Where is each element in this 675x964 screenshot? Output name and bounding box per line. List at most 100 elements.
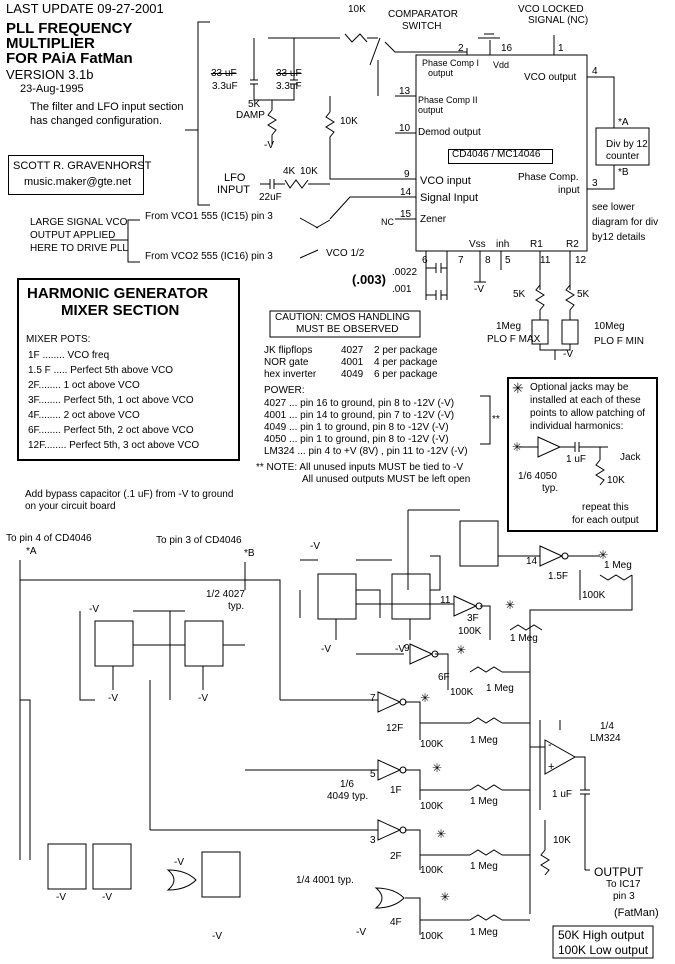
pot-100k: 100K bbox=[420, 739, 444, 750]
vco-select: VCO 1/2 bbox=[326, 248, 365, 259]
pin-r1: R1 bbox=[530, 239, 543, 250]
part-num: 4001 bbox=[341, 357, 364, 368]
plo-max: PLO F MAX bbox=[487, 334, 541, 345]
jacks-repeat1: repeat this bbox=[582, 502, 629, 513]
opamp-label-1: 1/4 bbox=[600, 721, 614, 732]
cap1: 3.3uF bbox=[212, 81, 238, 92]
pot-100k: 100K bbox=[458, 626, 482, 637]
vco-locked-2: SIGNAL (NC) bbox=[528, 15, 589, 26]
pin-num-13: 13 bbox=[399, 86, 411, 97]
ff-8 bbox=[201, 851, 241, 898]
ff-7 bbox=[92, 843, 132, 890]
jacks-line4: individual harmonics: bbox=[530, 421, 624, 432]
cap1-struck: 33 uF bbox=[211, 68, 237, 79]
pin-pc-in-2: input bbox=[558, 185, 580, 196]
inv-num-5: 5 bbox=[370, 769, 376, 780]
pin-num-10: 10 bbox=[399, 123, 411, 134]
lfo-input-2: INPUT bbox=[217, 184, 250, 196]
chip-label: CD4046 / MC14046 bbox=[452, 149, 541, 160]
star-a: *A bbox=[26, 546, 37, 557]
ff-6 bbox=[47, 843, 87, 890]
ff-label-1: 1/2 4027 bbox=[206, 589, 245, 600]
lfo-cap: 22uF bbox=[259, 192, 282, 203]
res-10k-mid: 10K bbox=[340, 116, 358, 127]
pin-pc2b: output bbox=[418, 105, 444, 115]
tap-12f: 12F bbox=[386, 723, 404, 734]
date: 23-Aug-1995 bbox=[20, 83, 84, 95]
pin-vdd: Vdd bbox=[493, 60, 510, 70]
pin-pc-in-1: Phase Comp. bbox=[518, 172, 579, 183]
plo-min: PLO F MIN bbox=[594, 336, 645, 347]
minus-v: -V bbox=[108, 693, 118, 704]
see-lower-2: diagram for div bbox=[592, 217, 659, 228]
caution-box bbox=[269, 310, 421, 338]
minus-v: -V bbox=[321, 644, 331, 655]
asterisk-icon: ✳ bbox=[456, 643, 467, 657]
pot-100k: 100K bbox=[420, 801, 444, 812]
jacks-line2: installed at each of these bbox=[530, 395, 641, 406]
fatman-label: (FatMan) bbox=[614, 907, 659, 919]
damp-label: DAMP bbox=[236, 110, 265, 121]
mixer-row: 1.5 F ..... Perfect 5th above VCO bbox=[28, 365, 174, 376]
vss-minus-v: -V bbox=[474, 284, 484, 295]
pin-num-3: 3 bbox=[592, 178, 598, 189]
pin-num-8: 8 bbox=[485, 255, 491, 266]
tap-2f: 2F bbox=[390, 851, 402, 862]
to-ic17-1: To IC17 bbox=[606, 879, 641, 890]
r2-5k: 5K bbox=[577, 289, 590, 300]
jacks-buffer: 1/6 4050 bbox=[518, 471, 557, 482]
harmonic-title-1: HARMONIC GENERATOR bbox=[27, 285, 209, 302]
pin-pc1b: output bbox=[428, 68, 454, 78]
inv-label-1: 1/6 bbox=[340, 779, 354, 790]
cap2-struck: 33 uF bbox=[276, 68, 302, 79]
mixer-row: 4F........ 2 oct above VCO bbox=[28, 410, 140, 421]
opamp-label-2: LM324 bbox=[590, 733, 621, 744]
minus-v: -V bbox=[212, 931, 222, 942]
pin-num-16: 16 bbox=[501, 43, 513, 54]
star-b-top: *B bbox=[618, 167, 629, 178]
lfo-res-b: 10K bbox=[300, 166, 318, 177]
pot-1meg: 1Meg bbox=[496, 321, 522, 332]
ff-1 bbox=[94, 620, 134, 667]
pot-100k: 100K bbox=[582, 590, 606, 601]
tap-4f: 4F bbox=[390, 917, 402, 928]
power-row: 4049 ... pin 1 to ground, pin 8 to -12V … bbox=[264, 422, 449, 433]
power-row: LM324 ... pin 4 to +V (8V) , pin 11 to -… bbox=[264, 446, 468, 457]
from-vco1: From VCO1 555 (IC15) pin 3 bbox=[145, 211, 273, 222]
power-title: POWER: bbox=[264, 385, 305, 396]
res-1meg: 1 Meg bbox=[486, 683, 514, 694]
star-b: *B bbox=[244, 548, 255, 559]
output-label: OUTPUT bbox=[594, 865, 644, 879]
pot-100k: 100K bbox=[420, 865, 444, 876]
pin-vco-out: VCO output bbox=[524, 72, 577, 83]
r1-5k: 5K bbox=[513, 289, 526, 300]
chip-label-box bbox=[448, 149, 553, 164]
large-sig-2: OUTPUT APPLIED bbox=[30, 230, 116, 241]
minus-v: -V bbox=[198, 693, 208, 704]
pin-zener: Zener bbox=[420, 214, 447, 225]
pin-pc1: Phase Comp I bbox=[422, 58, 480, 68]
comparator-switch-2: SWITCH bbox=[402, 21, 442, 32]
bypass-line1: Add bypass capacitor (.1 uF) from -V to … bbox=[25, 489, 234, 500]
pot-10meg: 10Meg bbox=[594, 321, 625, 332]
inv-num-3: 3 bbox=[370, 835, 376, 846]
mixer-row: 1F ........ VCO freq bbox=[28, 350, 110, 361]
pin-vco-in: VCO input bbox=[420, 175, 471, 187]
power-row: 4001 ... pin 14 to ground, pin 7 to -12V… bbox=[264, 410, 455, 421]
jacks-line3: points to allow patching of bbox=[530, 408, 646, 419]
tap-3f: 3F bbox=[467, 613, 479, 624]
res-1meg: 1 Meg bbox=[470, 861, 498, 872]
jacks-typ: typ. bbox=[542, 483, 559, 494]
power-row: 4050 ... pin 1 to ground, pin 8 to -12V … bbox=[264, 434, 449, 445]
res-1meg: 1 Meg bbox=[510, 633, 538, 644]
mixer-pots-title: MIXER POTS: bbox=[26, 334, 91, 345]
power-stars: ** bbox=[492, 414, 500, 425]
mixer-row: 12F........ Perfect 5th, 3 oct above VCO bbox=[28, 440, 200, 451]
author-box bbox=[8, 155, 144, 195]
jacks-repeat2: for each output bbox=[572, 515, 639, 526]
to-pin3: To pin 3 of CD4046 bbox=[156, 535, 242, 546]
pin-num-7: 7 bbox=[458, 255, 464, 266]
comparator-switch-1: COMPARATOR bbox=[388, 9, 459, 20]
caution-line1: CAUTION: CMOS HANDLING bbox=[275, 312, 411, 323]
pin-num-14: 14 bbox=[400, 187, 412, 198]
